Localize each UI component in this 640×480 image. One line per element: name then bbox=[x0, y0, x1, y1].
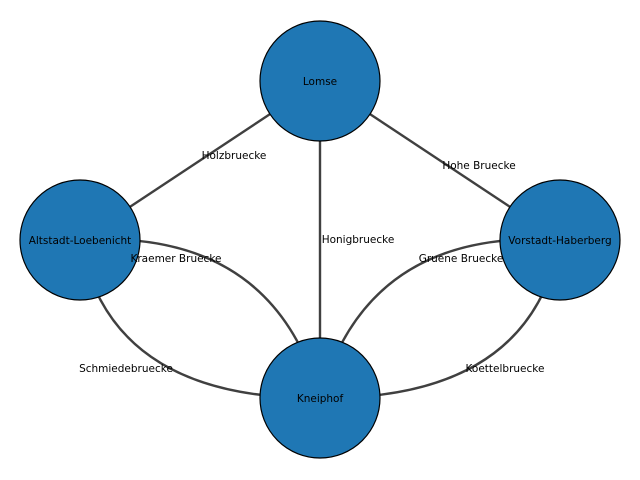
node-label: Vorstadt-Haberberg bbox=[508, 235, 611, 247]
node-circle bbox=[499, 179, 621, 301]
edge-label-kraemer-bruecke: Kraemer Bruecke bbox=[130, 253, 221, 265]
node-circle bbox=[19, 179, 141, 301]
edge-label-schmiedebruecke: Schmiedebruecke bbox=[79, 363, 173, 375]
node-vorstadt-haberberg: Vorstadt-Haberberg bbox=[499, 179, 621, 301]
node-label: Kneiphof bbox=[297, 393, 344, 405]
edge-label-holzbruecke: Holzbruecke bbox=[202, 150, 267, 162]
node-circle bbox=[259, 20, 381, 142]
node-kneiphof: Kneiphof bbox=[259, 337, 381, 459]
node-label: Altstadt-Loebenicht bbox=[29, 235, 132, 247]
edge-label-honigbruecke: Honigbruecke bbox=[322, 234, 395, 246]
node-label: Lomse bbox=[303, 76, 337, 88]
edge-label-koettelbruecke: Koettelbruecke bbox=[466, 363, 545, 375]
node-altstadt-loebenicht: Altstadt-Loebenicht bbox=[19, 179, 141, 301]
node-lomse: Lomse bbox=[259, 20, 381, 142]
node-circle bbox=[259, 337, 381, 459]
edge-label-gruene-bruecke: Gruene Bruecke bbox=[419, 253, 504, 265]
edge-label-hohe-bruecke: Hohe Bruecke bbox=[442, 160, 515, 172]
